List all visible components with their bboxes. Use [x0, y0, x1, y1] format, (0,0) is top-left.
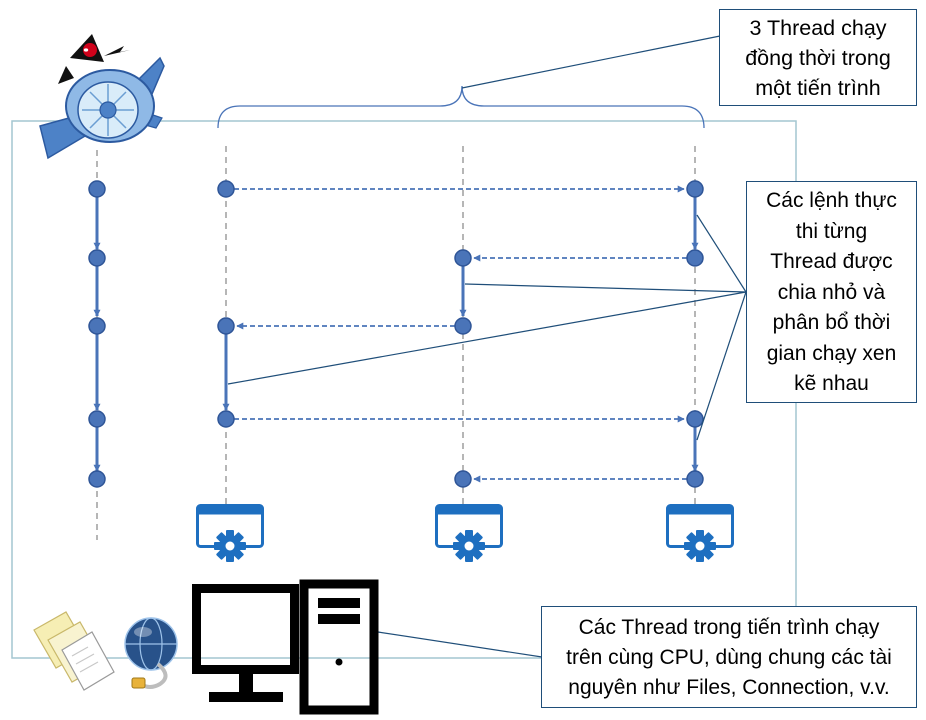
- callout-text-line: kẽ nhau: [794, 372, 869, 395]
- node: [686, 410, 704, 428]
- network-globe-icon: [124, 617, 178, 689]
- callout-text-line: đồng thời trong: [745, 46, 891, 70]
- process-frame: [11, 120, 797, 659]
- leader-line: [227, 291, 747, 385]
- node: [454, 317, 472, 335]
- callout-text-line: gian chạy xen: [766, 341, 897, 365]
- node: [686, 249, 704, 267]
- node: [454, 470, 472, 488]
- callout-text-line: một tiến trình: [755, 76, 881, 100]
- callout-text-line: nguyên như Files, Connection, v.v.: [568, 676, 890, 699]
- node: [217, 180, 235, 198]
- node: [88, 410, 106, 428]
- context-switches: [226, 185, 695, 483]
- callout-text-line: Các lệnh thực: [766, 189, 897, 212]
- leader-line: [464, 283, 747, 293]
- lifelines: [96, 146, 696, 540]
- window-gear-icon: [666, 504, 734, 562]
- documents-icon: [33, 611, 115, 691]
- callout-threads: 3 Thread chạy đồng thời trong một tiến t…: [719, 9, 917, 106]
- computer-tower-icon: [299, 579, 379, 715]
- callout-text-line: Thread được: [770, 250, 893, 273]
- node: [686, 470, 704, 488]
- leader-line: [377, 631, 543, 658]
- callout-text-line: phân bổ thời: [772, 311, 891, 334]
- callout-text-line: chia nhỏ và: [777, 280, 886, 304]
- duke-engine-icon: [39, 34, 165, 160]
- leader-line: [696, 214, 747, 293]
- node: [88, 470, 106, 488]
- node: [454, 249, 472, 267]
- window-gear-icon: [435, 504, 503, 562]
- node: [88, 249, 106, 267]
- callout-resources: Các Thread trong tiến trình chạy trên cù…: [541, 606, 917, 708]
- leader-line: [696, 291, 747, 441]
- callout-text-line: 3 Thread chạy: [749, 16, 887, 40]
- callout-instructions: Các lệnh thực thi từng Thread được chia …: [746, 181, 917, 403]
- callout-text-line: Các Thread trong tiến trình chạy: [578, 616, 880, 639]
- leader-lines: [227, 35, 747, 658]
- callout-text-line: thi từng: [795, 219, 868, 243]
- node: [88, 317, 106, 335]
- node: [686, 180, 704, 198]
- threads-brace: [217, 85, 705, 129]
- window-gear-icon: [196, 504, 264, 562]
- node: [217, 410, 235, 428]
- leader-line: [461, 35, 721, 89]
- callout-text-line: trên cùng CPU, dùng chung các tài: [566, 646, 892, 669]
- monitor-icon: [192, 584, 299, 702]
- nodes: [88, 180, 704, 488]
- node: [88, 180, 106, 198]
- node: [217, 317, 235, 335]
